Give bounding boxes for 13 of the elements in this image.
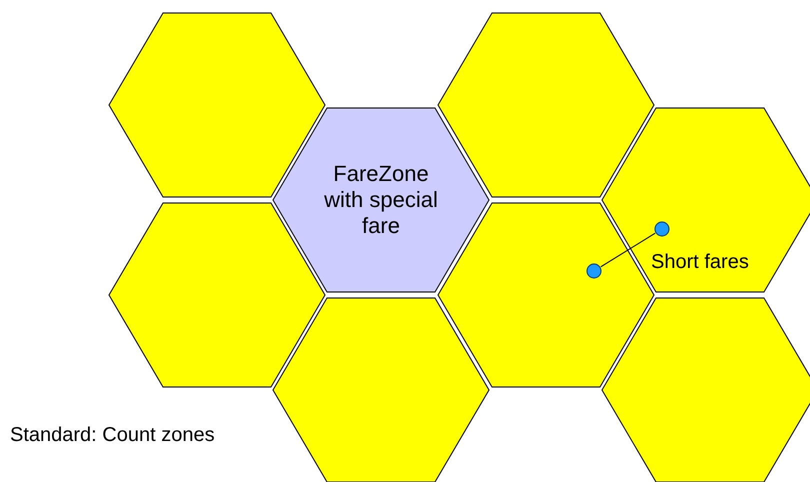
connector-line [600,232,656,268]
annotation-text: Standard: Count zones [10,424,215,447]
zone-label: FareZone with special fare [323,161,439,239]
stop-dot [654,221,670,237]
hexagon-zone [272,297,490,482]
hexagon-zone [601,107,810,293]
hexagon-zone [601,297,810,482]
annotation-text: Short fares [651,251,749,274]
hexagon-zone [272,107,490,293]
hexagon-zone [437,12,655,198]
hexagon-zone [108,12,326,198]
stop-dot [586,263,602,279]
hexagon-zone [108,202,326,388]
